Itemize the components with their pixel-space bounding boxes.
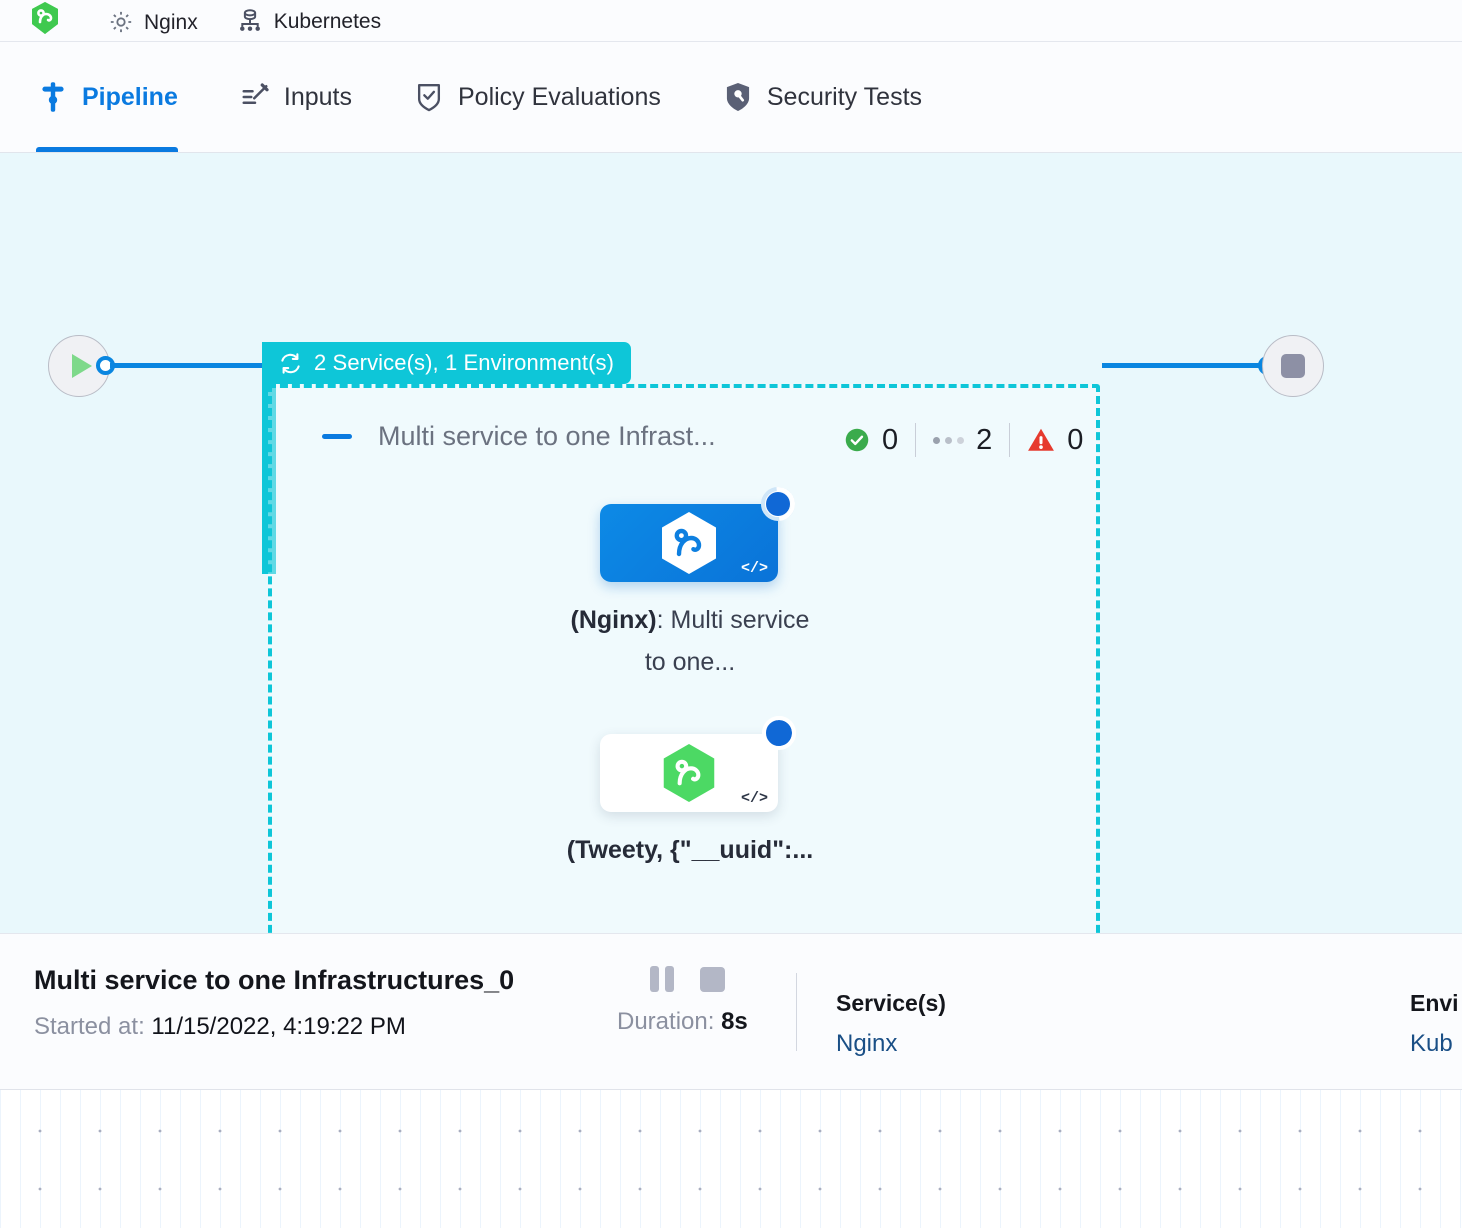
- counter-failed: 0: [1010, 424, 1100, 457]
- pipeline-node-tweety[interactable]: </>: [600, 716, 796, 812]
- group-badge[interactable]: 2 Service(s), 1 Environment(s): [262, 342, 632, 384]
- pipeline-node-tweety-caption: (Tweety, {"__uuid":...: [566, 836, 814, 864]
- duration-label: Duration:: [617, 1008, 715, 1035]
- divider: [1009, 423, 1011, 457]
- shield-check-icon: [414, 81, 444, 113]
- counter-pending: 2: [916, 424, 1009, 457]
- tab-label: Policy Evaluations: [457, 82, 661, 111]
- stop-icon[interactable]: [700, 966, 725, 992]
- group-container[interactable]: [268, 384, 1100, 933]
- group-title: Multi service to one Infrast...: [378, 421, 716, 451]
- harness-hexagon-logo-white: [658, 510, 720, 576]
- pipeline-end-node[interactable]: [1262, 335, 1324, 397]
- pipeline-node-nginx-caption: (Nginx): Multi service to one...: [560, 599, 820, 683]
- pipeline-start-node[interactable]: [48, 335, 110, 397]
- breadcrumb-chip-strip: Nginx Kubernetes: [0, 0, 1462, 42]
- connector-start-to-group: [110, 363, 265, 368]
- tab-label: Pipeline: [82, 82, 178, 111]
- tab-policy-evaluations[interactable]: Policy Evaluations: [414, 42, 689, 152]
- chip-environment-kubernetes[interactable]: Kubernetes: [236, 7, 381, 35]
- group-badge-label: 2 Service(s), 1 Environment(s): [314, 350, 615, 375]
- divider: [796, 973, 797, 1051]
- gear-icon: [108, 9, 134, 35]
- connector-group-to-end: [1102, 363, 1264, 368]
- counter-success: 0: [844, 424, 915, 457]
- execution-controls: [650, 966, 725, 992]
- footer-services-column: Service(s) Nginx: [836, 990, 946, 1058]
- node-caption-rest: : Multi service to one...: [644, 606, 810, 676]
- group-status-counters: 0 2 0: [844, 423, 1100, 457]
- chip-label: Kubernetes: [273, 9, 382, 33]
- spinner-running-icon: [762, 716, 796, 750]
- chip-nginx-logo[interactable]: [30, 1, 70, 35]
- execution-title: Multi service to one Infrastructures_0: [34, 965, 515, 995]
- chip-service-nginx[interactable]: Nginx: [108, 9, 198, 35]
- tab-inputs[interactable]: Inputs: [240, 42, 380, 152]
- tab-bar: Pipeline Inputs Policy Evaluations: [0, 42, 1462, 153]
- tab-label: Inputs: [283, 82, 352, 111]
- group-header[interactable]: Multi service to one Infrast...: [322, 421, 716, 452]
- started-value: 11/15/2022, 4:19:22 PM: [151, 1013, 406, 1040]
- kubernetes-cluster-icon: [236, 7, 264, 35]
- warning-triangle-icon: [1027, 427, 1055, 453]
- services-title: Service(s): [836, 990, 946, 1016]
- code-brackets-icon[interactable]: </>: [740, 560, 768, 577]
- tab-pipeline[interactable]: Pipeline: [36, 42, 206, 152]
- spinner-running-icon: [761, 487, 795, 521]
- harness-hexagon-logo-green: [660, 742, 718, 804]
- loop-repeat-icon: [278, 351, 303, 376]
- pipeline-icon: [38, 81, 68, 113]
- service-link-nginx[interactable]: Nginx: [836, 1030, 898, 1057]
- execution-footer: Multi service to one Infrastructures_0 S…: [0, 933, 1462, 1090]
- tab-label: Security Tests: [766, 82, 923, 111]
- background-dot-grid: [0, 1090, 1462, 1228]
- execution-duration: Duration: 8s: [617, 1008, 748, 1036]
- shield-scan-icon: [723, 81, 753, 113]
- pending-dots-icon: [933, 436, 965, 444]
- duration-value: 8s: [721, 1008, 748, 1035]
- execution-started: Started at: 11/15/2022, 4:19:22 PM: [34, 1013, 406, 1041]
- counter-pending-value: 2: [976, 423, 993, 456]
- node-caption-bold: (Nginx): [570, 606, 657, 634]
- started-label: Started at:: [34, 1013, 145, 1040]
- chip-label: Nginx: [144, 10, 198, 34]
- inputs-wand-icon: [240, 82, 270, 112]
- play-icon: [71, 354, 92, 378]
- counter-failed-value: 0: [1067, 423, 1084, 456]
- environments-title: Envi: [1410, 990, 1459, 1016]
- environment-link-kubernetes[interactable]: Kub: [1410, 1030, 1453, 1057]
- tab-security-tests[interactable]: Security Tests: [723, 42, 950, 152]
- nginx-hexagon-logo: [30, 1, 60, 35]
- check-circle-icon: [844, 427, 870, 453]
- pipeline-node-nginx[interactable]: </>: [600, 487, 795, 582]
- pause-icon[interactable]: [650, 966, 674, 992]
- code-brackets-icon[interactable]: </>: [740, 790, 768, 807]
- pipeline-canvas[interactable]: 2 Service(s), 1 Environment(s) Multi ser…: [0, 153, 1462, 933]
- footer-environments-column: Envi Kub: [1410, 990, 1459, 1058]
- divider: [915, 423, 917, 457]
- stop-icon: [1281, 354, 1305, 378]
- collapse-minus-icon[interactable]: [322, 434, 352, 439]
- counter-success-value: 0: [882, 423, 899, 456]
